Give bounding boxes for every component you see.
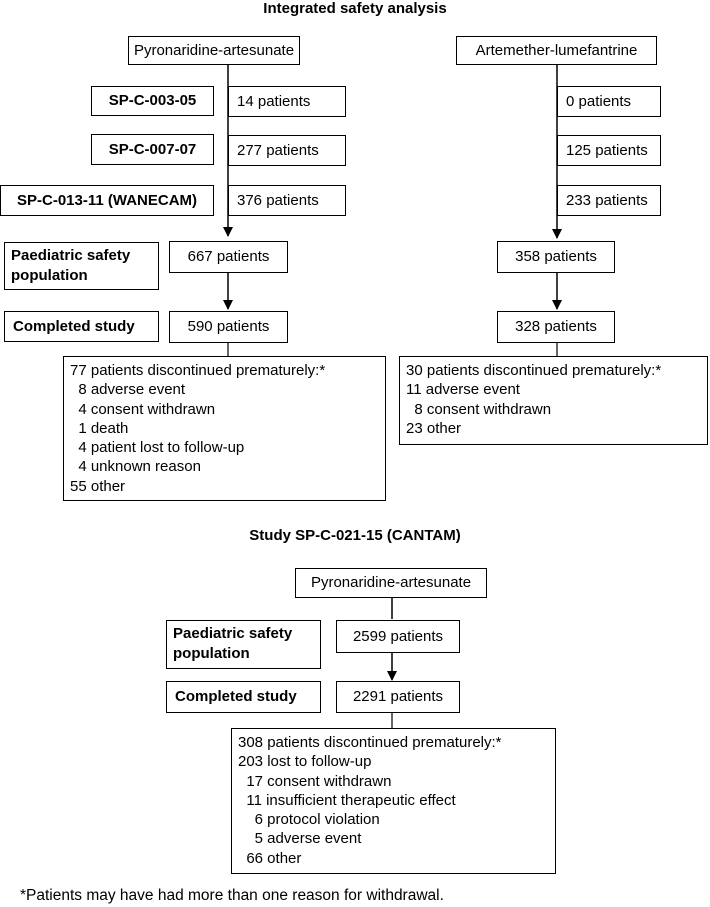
al-discontinued-line: 11 adverse event: [406, 381, 520, 399]
pa-discontinued-line: 77 patients discontinued prematurely:*: [70, 362, 326, 379]
pa-study-count-box: 277 patients: [228, 135, 346, 166]
paediatric-safety-label-box: Paediatric safety population: [4, 242, 159, 290]
cantam-discontinued-box: 308 patients discontinued prematurely:* …: [231, 728, 556, 874]
al-study-count-box: 0 patients: [557, 86, 661, 117]
al-treatment-box: Artemether-lumefantrine: [456, 36, 657, 65]
study-label-box: SP-C-007-07: [91, 134, 214, 165]
integrated-safety-title: Integrated safety analysis: [263, 0, 447, 17]
paediatric-safety-label-line2: population: [11, 267, 88, 284]
al-discontinued-line: 30 patients discontinued prematurely:*: [406, 362, 662, 379]
pa-safety-count-box: 667 patients: [169, 241, 288, 273]
pa-treatment-box: Pyronaridine-artesunate: [128, 36, 300, 65]
cantam-safety-label-box: Paediatric safety population: [166, 620, 321, 669]
cantam-safety-label-line2: population: [173, 645, 250, 662]
al-discontinued-line: 8 consent withdrawn: [406, 400, 552, 418]
pa-study-count-box: 376 patients: [228, 185, 346, 216]
cantam-discontinued-line: 5 adverse event: [238, 830, 362, 848]
pa-completed-count-box: 590 patients: [169, 311, 288, 343]
study-label-box: SP-C-013-11 (WANECAM): [0, 185, 214, 216]
cantam-title: Study SP-C-021-15 (CANTAM): [249, 527, 461, 544]
cantam-discontinued-line: 308 patients discontinued prematurely:*: [238, 734, 502, 751]
pa-discontinued-line: 1 death: [70, 419, 129, 437]
cantam-completed-count-box: 2291 patients: [336, 681, 460, 713]
study-label-box: SP-C-003-05: [91, 86, 214, 116]
al-completed-count-box: 328 patients: [497, 311, 615, 343]
pa-discontinued-line: 4 patient lost to follow-up: [70, 439, 245, 457]
cantam-discontinued-line: 203 lost to follow-up: [238, 753, 372, 771]
pa-discontinued-line: 55 other: [70, 477, 126, 495]
cantam-completed-label-box: Completed study: [166, 681, 321, 713]
cantam-safety-label-line1: Paediatric safety: [173, 625, 293, 642]
al-discontinued-line: 23 other: [406, 419, 462, 437]
paediatric-safety-label-line1: Paediatric safety: [11, 247, 131, 264]
pa-discontinued-line: 4 consent withdrawn: [70, 400, 216, 418]
pa-study-count-box: 14 patients: [228, 86, 346, 117]
pa-discontinued-line: 4 unknown reason: [70, 458, 201, 476]
cantam-treatment-box: Pyronaridine-artesunate: [295, 568, 487, 598]
cantam-discontinued-line: 6 protocol violation: [238, 811, 380, 829]
completed-study-label-box: Completed study: [4, 311, 159, 342]
pa-discontinued-line: 8 adverse event: [70, 381, 186, 399]
cantam-safety-count-box: 2599 patients: [336, 620, 460, 653]
al-discontinued-box: 30 patients discontinued prematurely:* 1…: [399, 356, 708, 445]
al-safety-count-box: 358 patients: [497, 241, 615, 273]
cantam-discontinued-line: 17 consent withdrawn: [238, 772, 392, 790]
al-study-count-box: 233 patients: [557, 185, 661, 216]
cantam-discontinued-line: 66 other: [238, 849, 302, 867]
pa-discontinued-box: 77 patients discontinued prematurely:* 8…: [63, 356, 386, 501]
footnote: *Patients may have had more than one rea…: [20, 887, 444, 904]
al-study-count-box: 125 patients: [557, 135, 661, 166]
cantam-discontinued-line: 11 insufficient therapeutic effect: [238, 791, 456, 809]
